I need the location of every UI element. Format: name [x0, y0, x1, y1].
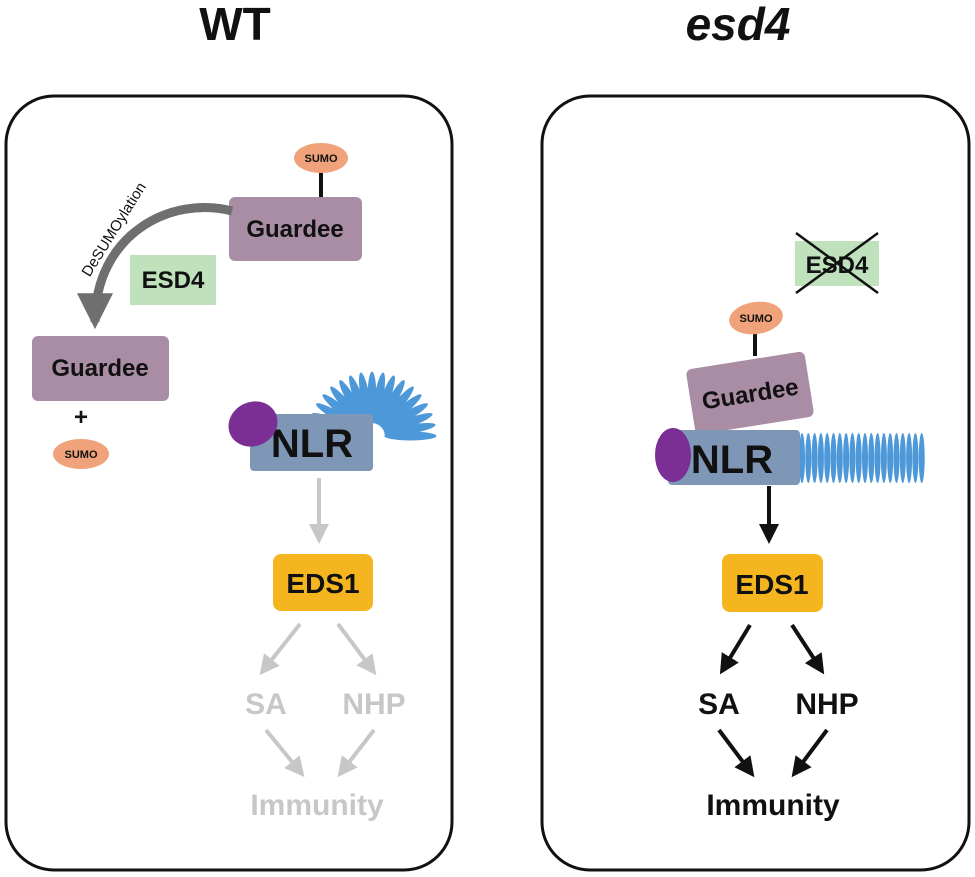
wt-lrr-repeat	[375, 375, 395, 425]
esd4-lrr-straight	[799, 433, 925, 483]
wt-lrr-repeat	[377, 380, 405, 426]
wt-lrr-repeat	[381, 394, 422, 429]
wt-nlr-label: NLR	[271, 422, 353, 466]
wt-eds1-box	[273, 554, 373, 611]
esd4-sa-label: SA	[698, 688, 740, 721]
esd4-lrr-repeat	[874, 433, 881, 483]
wt-sumo-free-label: SUMO	[65, 449, 98, 461]
esd4-nlr-label: NLR	[691, 438, 773, 482]
esd4-arrow-eds1-sa	[719, 623, 752, 675]
esd4-arrow-eds1-nhp	[790, 623, 825, 675]
wt-guardee-top-label: Guardee	[246, 216, 343, 243]
esd4-immunity-label: Immunity	[706, 789, 840, 822]
wt-cell-outline	[4, 94, 454, 872]
esd4-lrr-repeat	[887, 433, 894, 483]
wt-nlr-box	[250, 414, 373, 471]
esd4-nlr-box	[668, 430, 800, 485]
wt-arrow-nhp-immunity	[337, 728, 376, 778]
wt-sa-label: SA	[245, 688, 287, 721]
esd4-panel: esd4 ESD4 SUMO Guardee NLR EDS1 SA NHP I…	[540, 0, 971, 872]
esd4-eds1-box	[722, 554, 823, 612]
esd4-title: esd4	[686, 0, 791, 50]
esd4-lrr-repeat	[811, 433, 818, 483]
esd4-lrr-repeat	[843, 433, 850, 483]
wt-lrr-repeat	[383, 413, 433, 433]
esd4-lrr-repeat	[899, 433, 906, 483]
esd4-lrr-repeat	[836, 433, 843, 483]
wt-title: WT	[199, 0, 271, 50]
wt-esd4-box	[130, 255, 216, 305]
wt-arrow-sa-immunity	[264, 728, 305, 778]
wt-lrr-repeat	[379, 386, 414, 427]
wt-esd4-label: ESD4	[142, 267, 205, 294]
esd4-tir-domain	[655, 428, 691, 482]
esd4-esd4-label: ESD4	[806, 252, 869, 279]
wt-eds1-label: EDS1	[286, 568, 359, 599]
esd4-lrr-repeat	[830, 433, 837, 483]
esd4-lrr-repeat	[817, 433, 824, 483]
esd4-lrr-repeat	[849, 433, 856, 483]
esd4-sumo-label: SUMO	[740, 313, 773, 325]
esd4-lrr-repeat	[805, 433, 812, 483]
esd4-lrr-repeat	[824, 433, 831, 483]
wt-arrow-eds1-sa	[259, 622, 302, 676]
esd4-lrr-repeat	[918, 433, 925, 483]
wt-nhp-label: NHP	[342, 688, 405, 721]
wt-desumo-arrow	[77, 203, 234, 330]
esd4-arrow-sa-immunity	[717, 728, 755, 778]
wt-lrr-repeat	[384, 431, 437, 441]
esd4-nhp-label: NHP	[795, 688, 858, 721]
wt-guardee-free	[32, 336, 169, 401]
wt-lrr-repeat	[349, 375, 369, 425]
wt-panel: WT SUMO Guardee DeSUMOylation ESD4 Guard…	[4, 0, 454, 872]
esd4-lrr-repeat	[799, 433, 805, 483]
esd4-lrr-repeat	[906, 433, 913, 483]
wt-guardee-free-label: Guardee	[51, 355, 148, 382]
esd4-lrr-repeat	[855, 433, 862, 483]
wt-sumo-top-label: SUMO	[305, 153, 338, 165]
esd4-lrr-repeat	[880, 433, 887, 483]
esd4-lrr-repeat	[912, 433, 919, 483]
wt-arrow-eds1-nhp	[336, 622, 377, 676]
esd4-lrr-repeat	[868, 433, 875, 483]
wt-guardee-top	[229, 197, 362, 261]
wt-lrr-repeat	[372, 372, 386, 424]
esd4-lrr-repeat	[893, 433, 900, 483]
esd4-eds1-label: EDS1	[735, 569, 808, 600]
esd4-guardee-box	[686, 351, 814, 435]
esd4-arrow-nhp-immunity	[791, 728, 829, 778]
wt-immunity-label: Immunity	[250, 789, 384, 822]
esd4-cross-line-b	[795, 231, 879, 295]
wt-sumo-free	[53, 439, 109, 469]
esd4-lrr-repeat	[862, 433, 868, 483]
wt-lrr-repeat	[382, 403, 428, 431]
esd4-sumo	[729, 301, 783, 335]
wt-sumo-top	[294, 143, 348, 173]
wt-tir-domain	[228, 401, 278, 447]
wt-plus: +	[74, 404, 88, 431]
esd4-cell-outline	[540, 94, 971, 872]
